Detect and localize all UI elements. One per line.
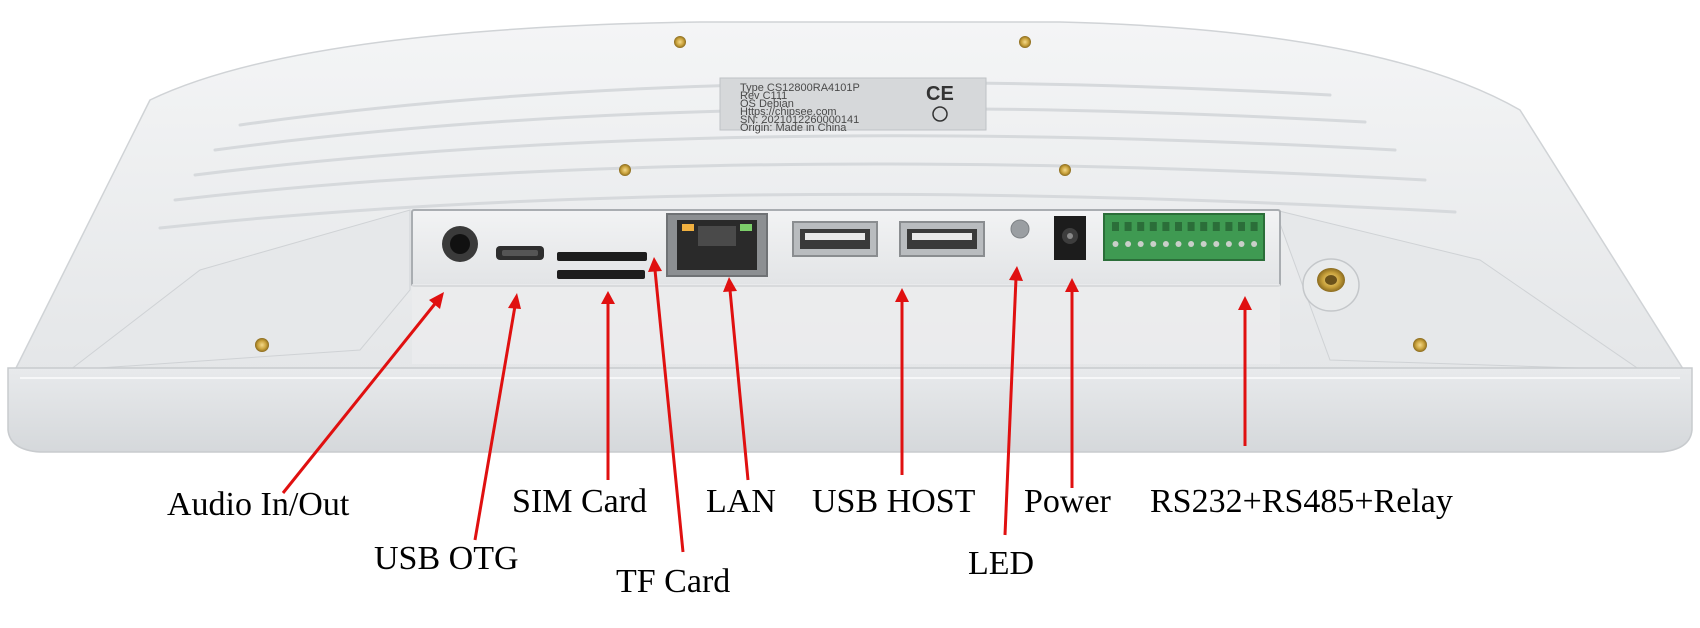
device-label-line: Type CS12800RA4101P [740,82,860,94]
ce-mark: CE [926,83,954,105]
terminal-pin [1149,222,1157,231]
label-audio-in-out: Audio In/Out [167,486,350,523]
arrow-led [1003,266,1023,536]
recycle-icon [932,106,948,122]
terminal-screw [1251,241,1258,247]
label-lan: LAN [706,483,776,520]
led-indicator [1010,219,1030,239]
callout-arrows [281,257,1252,553]
terminal-screw [1238,241,1245,247]
usb-otg-port [496,246,544,260]
label-usb-otg: USB OTG [374,540,519,577]
terminal-pin [1162,222,1170,231]
arrow-usb-host [895,288,909,475]
mounting-post [1302,258,1360,312]
lan-port [666,213,768,277]
arrow-audio [281,292,444,494]
power-jack [1054,216,1086,260]
terminal-pin [1250,222,1258,231]
housing-rim [7,367,1693,453]
terminal-screw [1200,241,1207,247]
usb-host-port-2 [899,221,985,257]
label-power: Power [1024,483,1111,520]
terminal-block [1103,213,1265,261]
terminal-pin [1137,222,1145,231]
brass-inserts [255,36,1427,352]
label-led: LED [968,545,1035,582]
label-usb-host: USB HOST [812,483,976,520]
terminal-pin [1112,222,1119,231]
arrow-sim [601,291,615,480]
terminal-screw [1150,241,1157,247]
device-label-line: OS Debian [740,98,794,110]
terminal-screw [1225,241,1232,247]
terminal-pin [1124,222,1132,231]
device-label-line: Rev C111 [740,90,787,102]
device-label-line: Origin: Made in China [740,122,847,134]
housing-left-wedge [68,209,411,371]
label-tf-card: TF Card [616,563,731,600]
card-slots [557,252,647,279]
terminal-pin [1175,222,1182,231]
terminal-pin [1225,222,1233,231]
label-sim-card: SIM Card [512,483,648,520]
terminal-screw [1188,241,1195,247]
terminal-pin [1212,222,1220,231]
arrow-lan [723,277,750,481]
arrow-power [1065,278,1079,488]
device-label-line: Https://chipsee.com [740,106,837,118]
terminal-screw [1162,241,1169,247]
terminal-pin [1238,222,1245,231]
label-rs232-rs485-relay: RS232+RS485+Relay [1150,483,1453,520]
terminal-screw [1175,241,1182,247]
terminal-screw [1213,241,1220,247]
usb-host-port-1 [792,221,878,257]
audio-jack [442,226,478,262]
arrow-usb-otg [473,293,521,541]
arrow-tf [648,257,685,553]
terminal-pin [1187,222,1195,231]
arrow-serial [1238,296,1252,446]
device-label-line: SN: 2021012260000141 [740,114,859,126]
terminal-pin [1200,222,1208,231]
terminal-screw [1125,241,1132,247]
terminal-screw [1112,241,1119,247]
terminal-screw [1137,241,1144,247]
